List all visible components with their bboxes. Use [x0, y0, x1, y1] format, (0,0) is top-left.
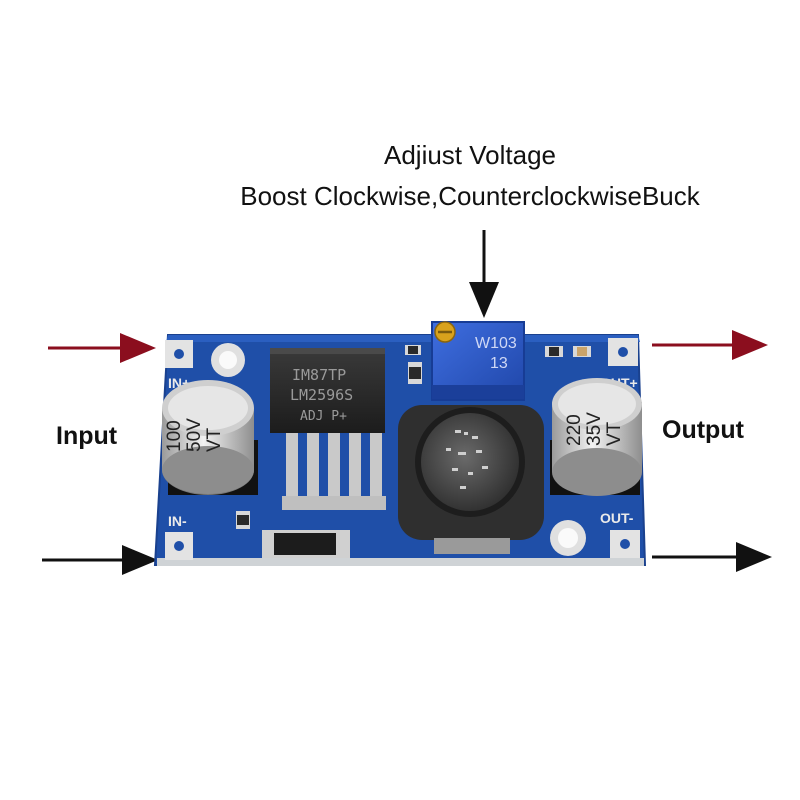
- output-capacitor: 220 35V VT: [550, 378, 642, 496]
- ic-marking-line2: LM2596S: [290, 386, 353, 404]
- input-cap-voltage: 50V: [184, 418, 205, 452]
- pin-label-in-minus: IN-: [168, 513, 187, 529]
- input-cap-value: 100: [164, 420, 185, 452]
- caption-boost-buck-instruction: Boost Clockwise,CounterclockwiseBuck: [240, 181, 700, 211]
- output-cap-series: VT: [604, 421, 625, 446]
- input-cap-series: VT: [204, 427, 225, 452]
- caption-adjust-voltage: Adjiust Voltage: [383, 140, 556, 170]
- power-inductor: [398, 405, 544, 554]
- output-cap-value: 220: [564, 414, 585, 446]
- pot-code-secondary: 13: [490, 355, 508, 372]
- pin-label-out-minus: OUT-: [600, 510, 634, 526]
- output-cap-voltage: 35V: [584, 412, 605, 446]
- pot-code: W103: [475, 335, 517, 352]
- output-label: Output: [662, 416, 744, 444]
- ic-marking-line3: ADJ P+: [300, 409, 347, 424]
- potentiometer-trimmer: W103 13: [431, 321, 525, 401]
- input-capacitor: 100 50V VT: [162, 380, 258, 495]
- input-label: Input: [56, 422, 118, 450]
- regulator-ic: IM87TP LM2596S ADJ P+: [270, 348, 386, 510]
- schottky-diode: [262, 530, 350, 558]
- ic-marking-line1: IM87TP: [292, 366, 346, 384]
